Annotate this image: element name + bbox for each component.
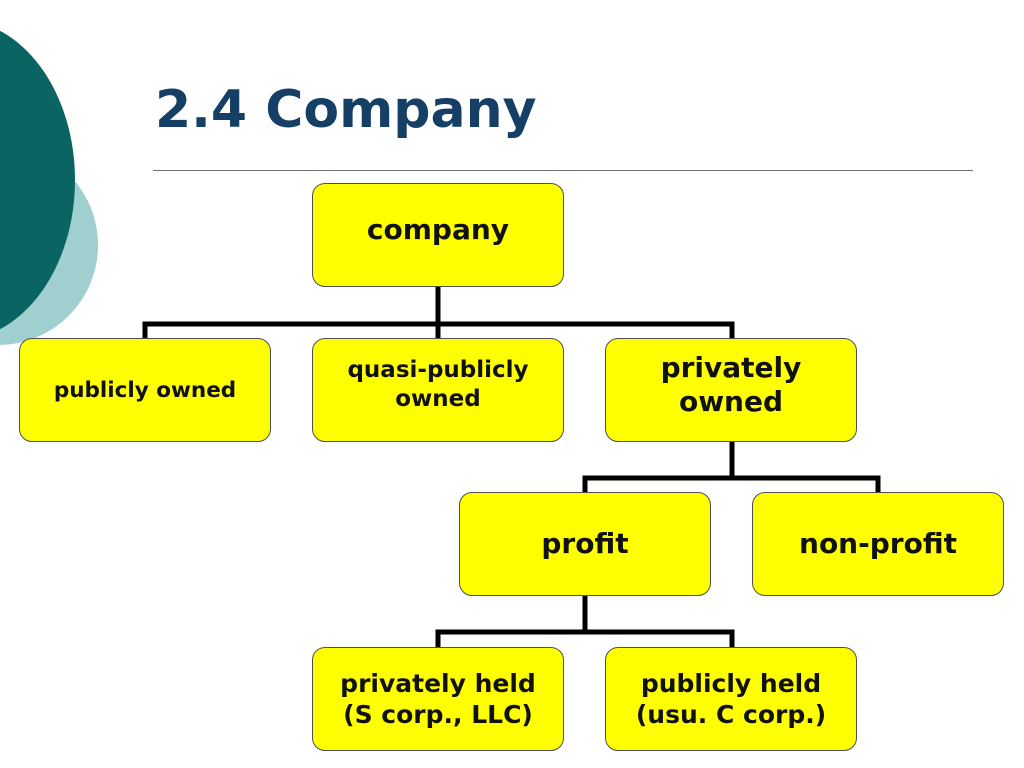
node-publicly-owned-label: publicly owned: [53, 377, 237, 403]
node-company: company: [312, 183, 564, 287]
slide-title: 2.4 Company: [155, 80, 537, 140]
node-profit: profit: [459, 492, 711, 596]
node-publicly-held-label: publicly held (usu. C corp.): [635, 669, 827, 729]
node-non-profit: non-profit: [752, 492, 1004, 596]
node-privately-held: privately held (S corp., LLC): [312, 647, 564, 751]
node-company-label: company: [366, 213, 510, 246]
node-privately-held-label: privately held (S corp., LLC): [340, 669, 536, 729]
title-divider: [153, 170, 973, 171]
node-quasi-publicly-owned: quasi-publicly owned: [312, 338, 564, 442]
node-non-profit-label: non-profit: [799, 527, 957, 560]
node-privately-owned-label: privately owned: [660, 351, 802, 418]
node-quasi-publicly-owned-label: quasi-publicly owned: [347, 357, 529, 412]
node-privately-owned: privately owned: [605, 338, 857, 442]
node-publicly-held: publicly held (usu. C corp.): [605, 647, 857, 751]
node-publicly-owned: publicly owned: [19, 338, 271, 442]
node-profit-label: profit: [541, 527, 629, 560]
